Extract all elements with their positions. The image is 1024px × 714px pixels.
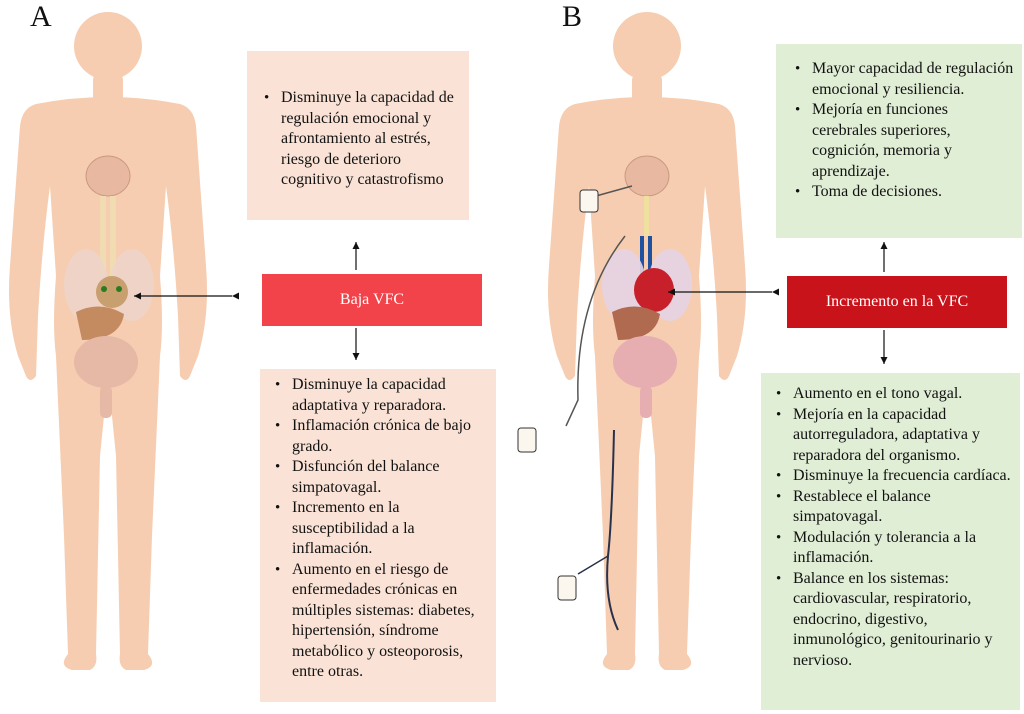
high-hrv-bottom-item: Mejoría en la capacidad autorreguladora,… bbox=[776, 405, 1014, 467]
panel-b-letter: B bbox=[562, 0, 583, 33]
low-hrv-bottom-item: Disfunción del balance simpatovagal. bbox=[275, 457, 490, 498]
high-hrv-top-box: Mayor capacidad de regulación emocional … bbox=[776, 44, 1022, 238]
low-hrv-top-item: Disminuye la capacidad de regulación emo… bbox=[264, 88, 461, 191]
high-hrv-bottom-item: Disminuye la frecuencia cardíaca. bbox=[776, 466, 1014, 487]
high-hrv-bottom-item: Modulación y tolerancia a la inflamación… bbox=[776, 528, 1014, 569]
low-hrv-box: Baja VFC bbox=[262, 274, 482, 326]
panel-a-letter: A bbox=[30, 0, 52, 33]
high-hrv-top-item: Toma de decisiones. bbox=[795, 182, 1016, 203]
low-hrv-bottom-item: Incremento en la susceptibilidad a la in… bbox=[275, 498, 490, 560]
low-hrv-bottom-item: Aumento en el riesgo de enfermedades cró… bbox=[275, 560, 490, 683]
hand-icon-2 bbox=[517, 427, 537, 453]
high-hrv-top-item: Mayor capacidad de regulación emocional … bbox=[795, 59, 1016, 100]
high-hrv-bottom-box: Aumento en el tono vagal. Mejoría en la … bbox=[761, 373, 1020, 710]
high-hrv-bottom-item: Restablece el balance simpatovagal. bbox=[776, 487, 1014, 528]
low-hrv-bottom-item: Disminuye la capacidad adaptativa y repa… bbox=[275, 375, 490, 416]
hand-icon-1 bbox=[579, 189, 599, 213]
organs-b bbox=[565, 155, 692, 631]
low-hrv-top-box: Disminuye la capacidad de regulación emo… bbox=[247, 51, 469, 220]
low-hrv-bottom-box: Disminuye la capacidad adaptativa y repa… bbox=[260, 369, 496, 702]
high-hrv-box: Incremento en la VFC bbox=[787, 276, 1007, 328]
low-hrv-bottom-item: Inflamación crónica de bajo grado. bbox=[275, 416, 490, 457]
high-hrv-bottom-item: Balance en los sistemas: cardiovascular,… bbox=[776, 569, 1014, 672]
high-hrv-top-item: Mejoría en funciones cerebrales superior… bbox=[795, 100, 1016, 182]
hand-icon-3 bbox=[557, 575, 577, 601]
organs-a bbox=[64, 155, 154, 418]
high-hrv-bottom-item: Aumento en el tono vagal. bbox=[776, 384, 1014, 405]
